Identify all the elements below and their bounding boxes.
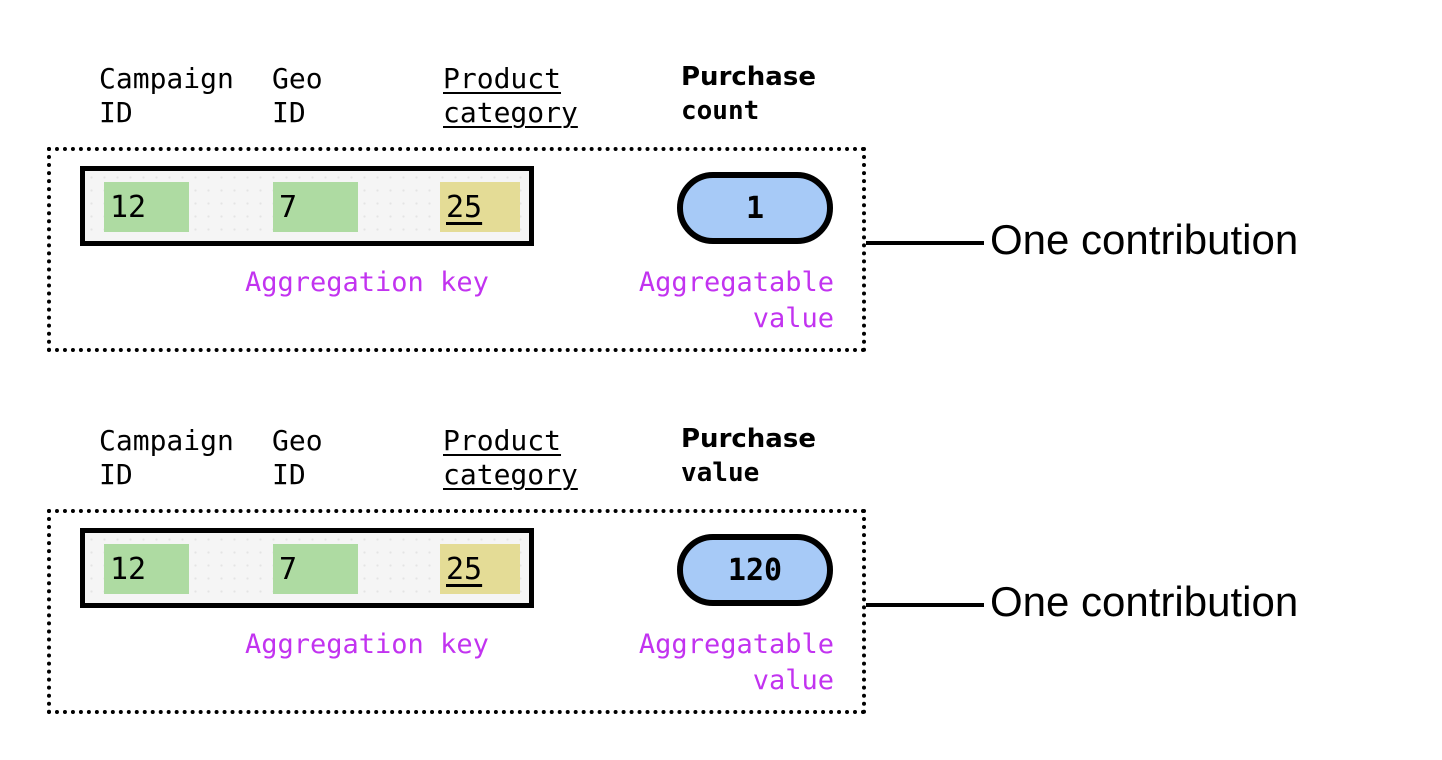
key-cell-product-category-text: 25 [446,189,483,225]
header-purchase-value: Purchase value [681,422,816,490]
column-headers: Campaign ID Geo ID Product category Purc… [0,60,1442,140]
annotation-aggregation-key: Aggregation key [245,629,489,660]
contribution-boundary [47,509,866,714]
header-campaign-id: Campaign ID [99,424,234,491]
header-product-category: Product category [443,62,578,130]
column-headers: Campaign ID Geo ID Product category Purc… [0,422,1442,502]
header-purchase-line1: Purchase [681,424,816,454]
key-cell-product-category-text: 25 [446,551,483,587]
aggregatable-value-pill: 1 [677,172,833,244]
caption-one-contribution: One contribution [990,578,1299,625]
contribution-boundary [47,147,866,352]
key-cell-geo-id: 7 [273,182,358,232]
header-campaign-id: Campaign ID [99,62,234,129]
aggregatable-value-pill: 120 [677,534,833,606]
key-cell-campaign-id: 12 [104,544,189,594]
caption-one-contribution: One contribution [990,216,1299,263]
header-geo-id: Geo ID [272,62,323,129]
header-purchase-line1: Purchase [681,62,816,92]
header-purchase-line2: count [681,96,760,126]
header-purchase-count: Purchase count [681,60,816,128]
key-cell-geo-id: 7 [273,544,358,594]
leader-line [866,603,984,607]
annotation-aggregatable-value: Aggregatable value [638,629,834,696]
key-cell-product-category: 25 [440,182,520,232]
key-cell-product-category: 25 [440,544,520,594]
aggregation-key-row: 12 7 25 [80,528,534,608]
header-product-category-text: Product category [443,424,578,491]
leader-line [866,241,984,245]
annotation-aggregation-key: Aggregation key [245,267,489,298]
key-cell-campaign-id: 12 [104,182,189,232]
header-purchase-line2: value [681,458,760,488]
header-geo-id: Geo ID [272,424,323,491]
header-product-category-text: Product category [443,62,578,129]
aggregation-key-row: 12 7 25 [80,166,534,246]
header-product-category: Product category [443,424,578,492]
annotation-aggregatable-value: Aggregatable value [638,267,834,334]
